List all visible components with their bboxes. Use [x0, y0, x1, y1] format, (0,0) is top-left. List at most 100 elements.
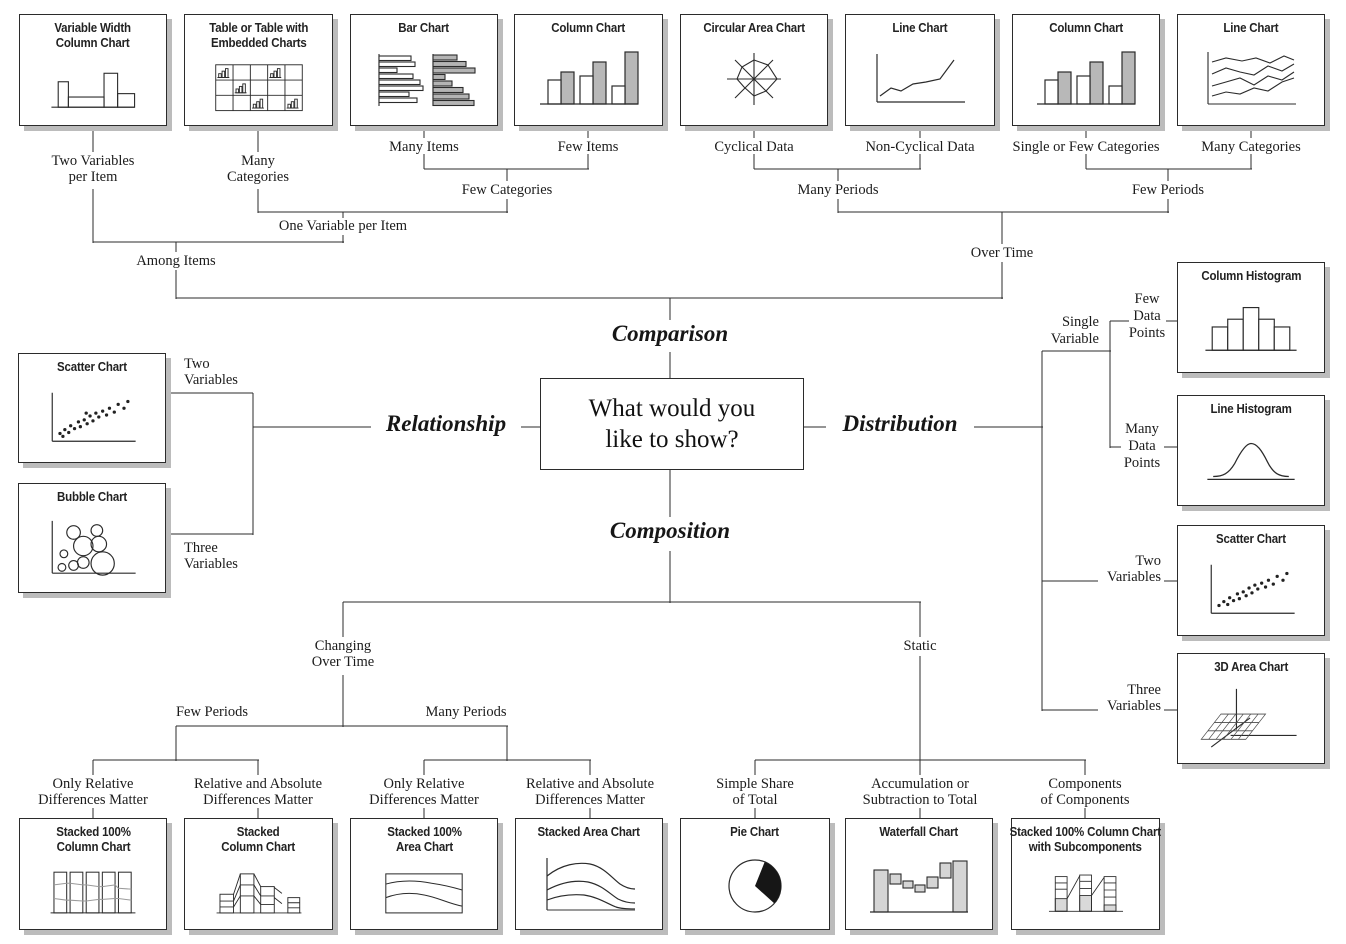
branch-label-many-periods: Many Periods [797, 182, 879, 198]
branch-label-many-periods-bottom: Many Periods [425, 704, 507, 720]
branch-composition: Composition [609, 518, 731, 543]
branch-label-over-time: Over Time [970, 245, 1034, 261]
node-stacked-100-area-chart: Stacked 100%Area Chart [350, 818, 498, 930]
3d-area-chart-icon [1200, 688, 1297, 748]
stacked-100-area-icon [385, 873, 463, 914]
node-3d-area-chart: 3D Area Chart [1177, 653, 1325, 764]
node-title: Column Chart [551, 21, 626, 35]
node-waterfall-chart: Waterfall Chart [845, 818, 993, 930]
node-pie-chart: Pie Chart [680, 818, 830, 930]
node-title: Bubble Chart [56, 490, 127, 504]
node-title: Scatter Chart [57, 360, 127, 374]
line-histogram-icon [1207, 442, 1295, 480]
node-stacked-area-chart: Stacked Area Chart [515, 818, 663, 930]
branch-label-few-periods-bottom: Few Periods [175, 704, 249, 720]
branch-relationship: Relationship [385, 411, 507, 436]
node-title: Stacked 100%Column Chart [55, 825, 131, 854]
branch-label-few-items: Few Items [557, 139, 619, 155]
column-histogram-icon [1205, 306, 1297, 351]
bubble-chart-icon [51, 520, 136, 576]
branch-label-among-items: Among Items [136, 253, 216, 269]
stacked-100-column-icon [50, 871, 136, 914]
branch-label-static: Static [903, 638, 937, 654]
branch-comparison: Comparison [611, 321, 729, 346]
node-title: Scatter Chart [1216, 532, 1286, 546]
node-stacked-100-column-chart: Stacked 100%Column Chart [19, 818, 167, 930]
waterfall-chart-icon [870, 859, 968, 913]
node-column-chart-few-items: Column Chart [514, 14, 663, 126]
stacked-column-icon [216, 873, 301, 914]
node-title: Bar Chart [398, 21, 450, 35]
branch-distribution: Distribution [842, 411, 958, 436]
branch-label-few-periods: Few Periods [1131, 182, 1205, 198]
grouped-column-chart-icon [539, 50, 639, 105]
branch-label-non-cyclical-data: Non-Cyclical Data [865, 139, 975, 155]
node-bar-chart: Bar Chart [350, 14, 498, 126]
node-title: Column Histogram [1201, 269, 1301, 283]
bar-chart-icon [378, 53, 476, 106]
pie-chart-icon [728, 858, 782, 913]
node-title: Stacked 100%Area Chart [386, 825, 462, 854]
node-line-histogram: Line Histogram [1177, 395, 1325, 506]
branch-label-many-items: Many Items [389, 139, 459, 155]
stacked-100-subcomponents-icon [1048, 874, 1123, 912]
branch-label-few-categories: Few Categories [461, 182, 553, 198]
node-scatter-chart-relationship: Scatter Chart [18, 353, 166, 463]
variable-width-column-chart-icon [51, 72, 136, 108]
node-column-chart-few-periods: Column Chart [1012, 14, 1160, 126]
line-chart-icon [876, 53, 965, 103]
node-title: 3D Area Chart [1214, 660, 1288, 674]
grouped-column-chart-icon [1037, 50, 1136, 105]
multi-line-chart-icon [1207, 51, 1296, 105]
node-title: Line Histogram [1210, 402, 1292, 416]
node-title: Stacked Area Chart [537, 825, 641, 839]
node-scatter-chart-distribution: Scatter Chart [1177, 525, 1325, 636]
embedded-table-icon [214, 64, 303, 112]
node-line-chart-many-categories: Line Chart [1177, 14, 1325, 126]
scatter-chart-icon [1210, 564, 1295, 614]
branch-label-many-categories-right: Many Categories [1201, 139, 1301, 155]
node-title: Column Chart [1049, 21, 1123, 35]
node-title: Waterfall Chart [879, 825, 959, 839]
node-title: Line Chart [1223, 21, 1279, 35]
stacked-area-icon [546, 857, 636, 911]
node-circular-area-chart: Circular Area Chart [680, 14, 828, 126]
branch-label-cyclical-data: Cyclical Data [714, 139, 794, 155]
branch-label-single-or-few-categories: Single or Few Categories [1012, 139, 1160, 155]
node-title: Line Chart [892, 21, 948, 35]
node-bubble-chart: Bubble Chart [18, 483, 166, 593]
node-line-chart-noncyclical: Line Chart [845, 14, 995, 126]
scatter-chart-icon [51, 392, 136, 442]
circular-area-chart-icon [727, 52, 781, 105]
branch-label-one-variable-per-item: One Variable per Item [278, 218, 408, 234]
node-title: Pie Chart [730, 825, 780, 839]
